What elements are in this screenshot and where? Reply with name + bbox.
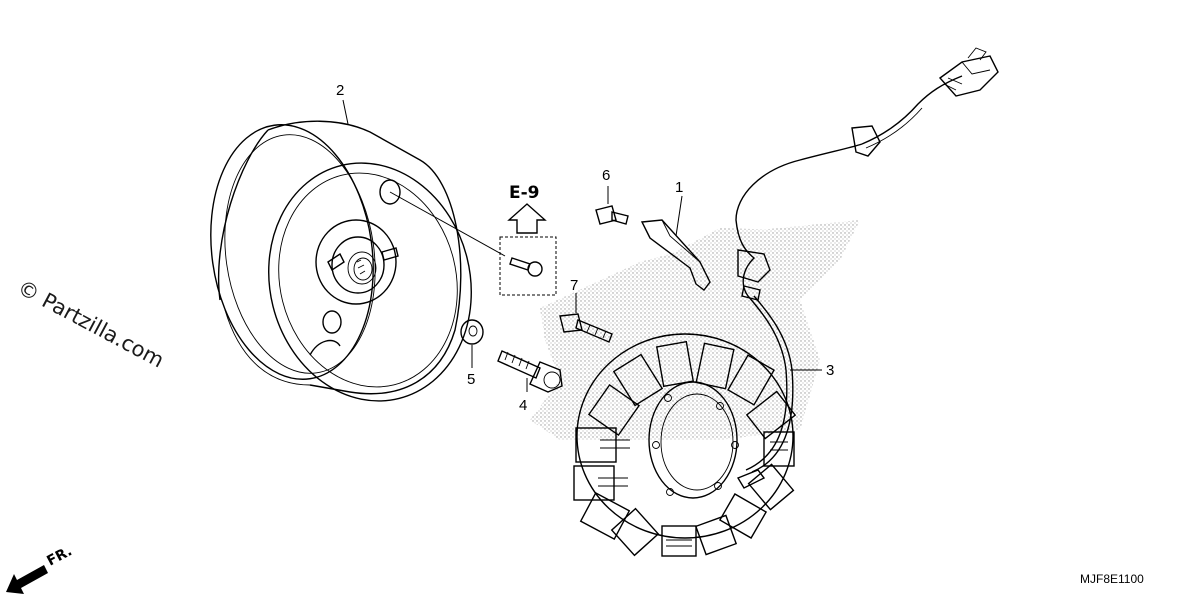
shaded-backdrop xyxy=(530,220,860,440)
callout-1: 1 xyxy=(675,179,683,196)
callout-4: 4 xyxy=(519,397,527,414)
callout-6: 6 xyxy=(602,167,610,184)
bolt-6 xyxy=(595,205,629,225)
reference-box xyxy=(499,236,557,296)
bracket xyxy=(640,219,711,291)
direction-label: FR. xyxy=(44,543,74,569)
part-code: MJF8E1100 xyxy=(1080,572,1144,586)
callout-3: 3 xyxy=(826,362,834,379)
reference-label: E-9 xyxy=(509,183,540,203)
callout-2: 2 xyxy=(336,82,344,99)
direction-arrow-icon xyxy=(6,565,48,594)
callout-5: 5 xyxy=(467,371,475,388)
callout-7: 7 xyxy=(570,277,578,294)
watermark-text: © Partzilla.com xyxy=(14,275,168,372)
flywheel xyxy=(210,120,472,402)
reference-bolt xyxy=(509,257,543,277)
stator xyxy=(573,333,797,557)
washer xyxy=(460,319,484,345)
front-direction-indicator: FR. xyxy=(6,543,75,594)
stator-coils xyxy=(573,340,797,557)
bolt-7 xyxy=(559,313,613,343)
arrow-up-icon xyxy=(507,203,547,234)
flywheel-bolt xyxy=(497,350,563,393)
